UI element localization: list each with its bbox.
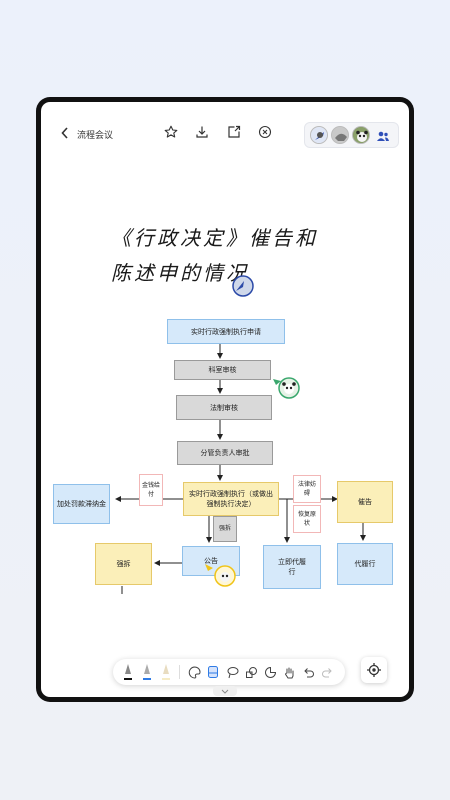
flow-step-approval[interactable]: 分管负责人审批 bbox=[177, 441, 273, 465]
drawing-toolbar bbox=[113, 659, 345, 685]
chevron-down-icon[interactable] bbox=[213, 686, 237, 696]
note-legal-obstruction[interactable]: 法律妨碍 bbox=[293, 475, 321, 503]
flow-connectors bbox=[115, 343, 366, 594]
flow-step-demolition[interactable]: 强拆 bbox=[95, 543, 152, 585]
download-icon[interactable] bbox=[194, 124, 210, 140]
flow-step-substitute-performance[interactable]: 代履行 bbox=[337, 543, 393, 585]
toolbar-divider bbox=[179, 665, 180, 679]
note-monetary-payment[interactable]: 金钱给付 bbox=[139, 474, 163, 506]
redo-icon[interactable] bbox=[318, 663, 336, 681]
tablet-frame: 流程会议 《行政决定》催告和 bbox=[36, 97, 414, 702]
collaborator-cursor bbox=[205, 564, 239, 592]
flow-step-reminder[interactable]: 催告 bbox=[337, 481, 393, 523]
palette-icon[interactable] bbox=[185, 663, 203, 681]
whiteboard-screen: 流程会议 《行政决定》催告和 bbox=[41, 102, 409, 697]
handwriting-line-1: 《行政决定》催告和 bbox=[111, 226, 318, 250]
highlighter-icon[interactable] bbox=[157, 663, 175, 681]
close-circle-icon[interactable] bbox=[257, 124, 273, 140]
page-title: 流程会议 bbox=[77, 131, 114, 141]
avatar[interactable] bbox=[310, 126, 328, 144]
note-demolition[interactable]: 强拆 bbox=[213, 516, 237, 542]
share-icon[interactable] bbox=[226, 124, 242, 140]
marker-icon[interactable] bbox=[138, 663, 156, 681]
star-icon[interactable] bbox=[163, 124, 179, 140]
locate-icon[interactable] bbox=[361, 657, 387, 683]
flow-step-application[interactable]: 实时行政强制执行申请 bbox=[167, 319, 285, 344]
avatar[interactable] bbox=[331, 126, 349, 144]
eraser-icon[interactable] bbox=[204, 663, 222, 681]
chevron-left-icon[interactable] bbox=[59, 126, 71, 140]
people-icon[interactable] bbox=[375, 128, 391, 144]
note-restore-status[interactable]: 恢复原状 bbox=[293, 505, 321, 533]
flow-step-execution[interactable]: 实时行政强制执行（或做出强制执行决定） bbox=[183, 482, 279, 516]
undo-icon[interactable] bbox=[299, 663, 317, 681]
flow-result-late-fee[interactable]: 加处罚款滞纳金 bbox=[53, 484, 110, 524]
sticker-icon[interactable] bbox=[261, 663, 279, 681]
flow-step-immediate-substitute[interactable]: 立即代履行 bbox=[263, 545, 321, 589]
flow-step-section-review[interactable]: 科室审核 bbox=[174, 360, 271, 380]
lasso-icon[interactable] bbox=[223, 663, 241, 681]
hand-icon[interactable] bbox=[280, 663, 298, 681]
avatar[interactable] bbox=[352, 126, 370, 144]
flow-step-legal-review[interactable]: 法制审核 bbox=[176, 395, 272, 420]
collaborator-cursor bbox=[231, 274, 255, 302]
pen-icon[interactable] bbox=[119, 663, 137, 681]
handwriting-line-2: 陈述申的情况 bbox=[111, 261, 249, 285]
collaborator-cursor bbox=[273, 376, 303, 404]
shape-icon[interactable] bbox=[242, 663, 260, 681]
collaborator-panel[interactable] bbox=[304, 122, 399, 148]
